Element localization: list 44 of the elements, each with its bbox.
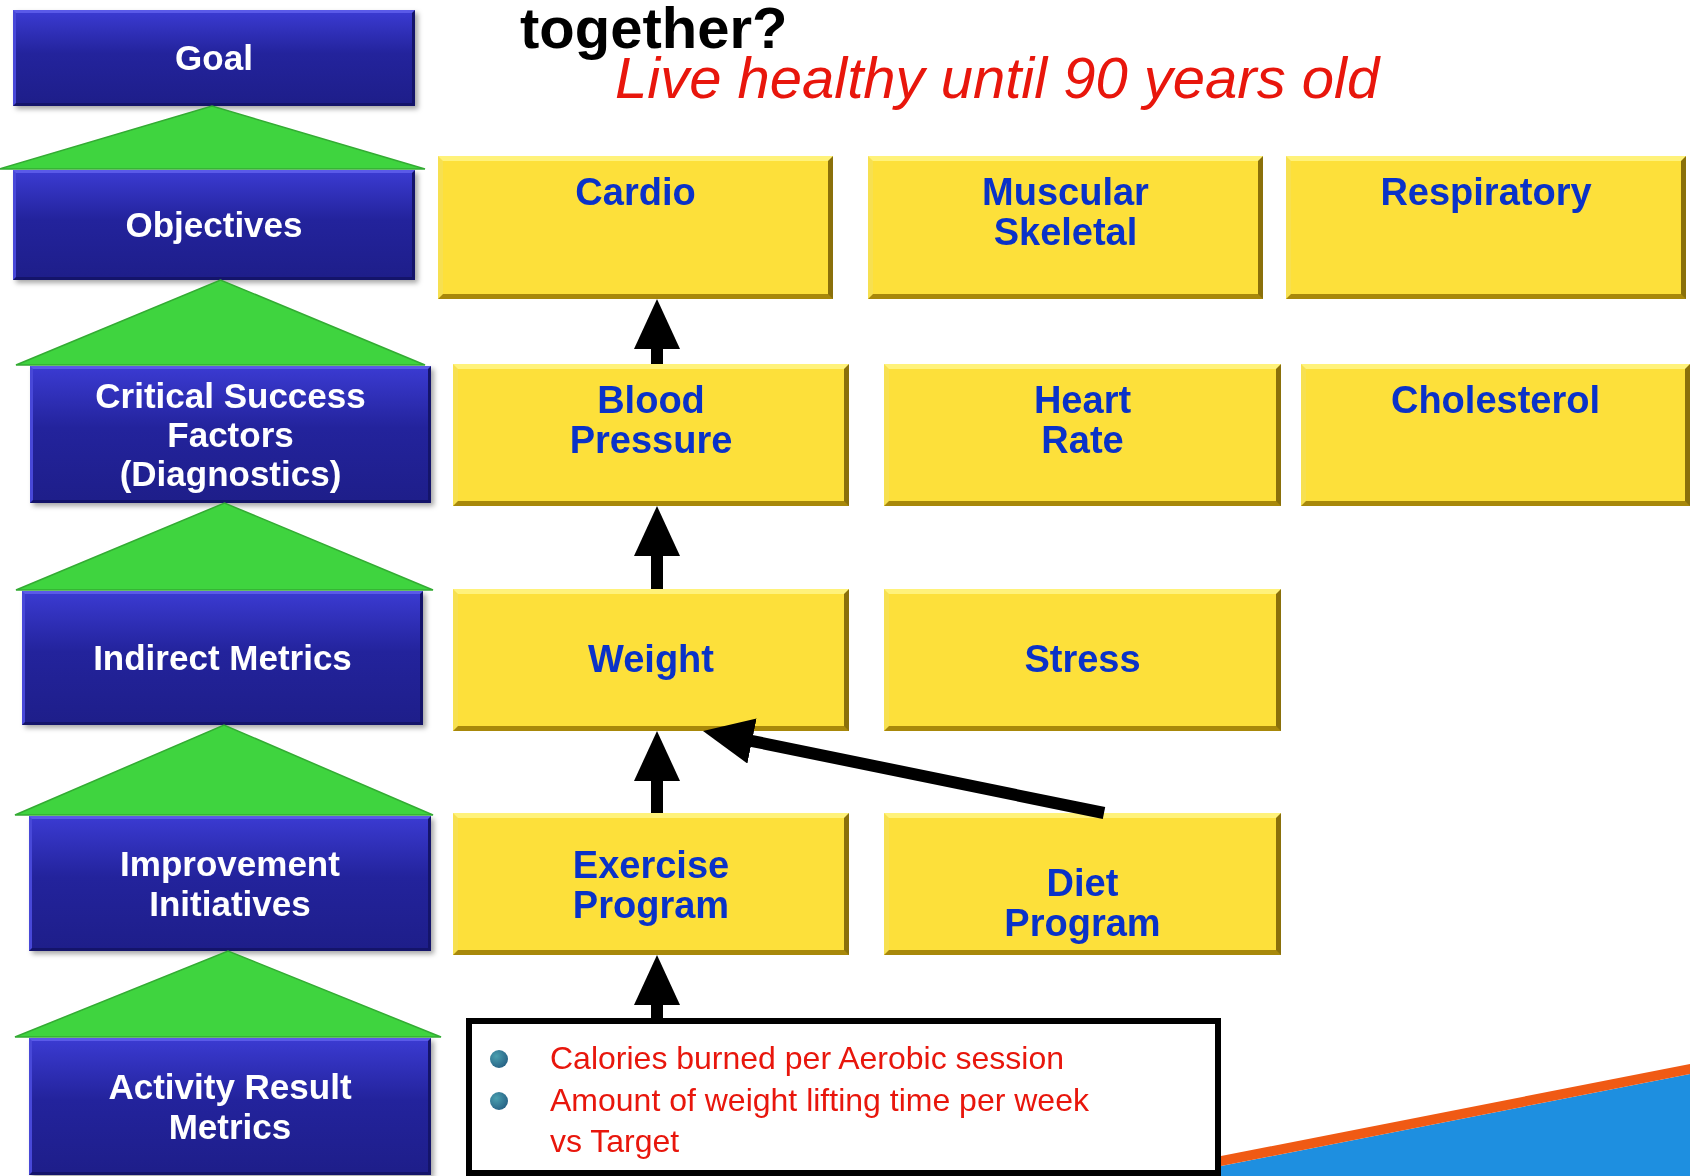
level-chevron xyxy=(15,279,426,366)
metric-box xyxy=(868,156,1263,299)
level-chevron xyxy=(14,724,434,816)
box-label: Cardio xyxy=(575,173,696,213)
level-box xyxy=(30,366,431,503)
box-label: Diet Program xyxy=(1004,864,1161,944)
box-label: Objectives xyxy=(125,205,303,245)
arrow xyxy=(634,299,680,364)
level-box xyxy=(13,10,415,106)
level-box xyxy=(22,591,423,725)
metric-box xyxy=(453,813,849,955)
box-label: Heart Rate xyxy=(1033,381,1132,461)
metric-box xyxy=(884,589,1281,731)
level-chevron xyxy=(15,502,434,591)
arrow xyxy=(634,731,680,813)
box-label: Respiratory xyxy=(1380,173,1592,213)
level-chevron xyxy=(14,950,442,1038)
box-label: Activity Result Metrics xyxy=(107,1067,353,1146)
bullet-text: Calories burned per Aerobic session xyxy=(550,1039,1065,1078)
box-label: Improvement Initiatives xyxy=(119,844,341,923)
metric-box xyxy=(453,589,849,731)
metric-box xyxy=(884,813,1281,955)
box-label: Blood Pressure xyxy=(569,381,733,461)
level-box xyxy=(29,1038,431,1175)
metric-box xyxy=(1301,364,1690,506)
level-box xyxy=(29,816,431,951)
metric-box xyxy=(1286,156,1686,299)
box-label: Cholesterol xyxy=(1390,381,1600,421)
box-label: Goal xyxy=(175,38,253,78)
metric-box xyxy=(438,156,833,299)
box-label: Muscular Skeletal xyxy=(982,173,1149,253)
bullet-text: Amount of weight lifting time per week vs Target xyxy=(550,1080,1090,1162)
arrow xyxy=(634,506,680,589)
arrow xyxy=(634,955,680,1018)
box-label: Stress xyxy=(1024,640,1141,680)
box-label: Critical Success Factors (Diagnostics) xyxy=(94,375,367,494)
box-label: Weight xyxy=(588,640,714,680)
metric-box xyxy=(453,364,849,506)
box-label: Indirect Metrics xyxy=(93,638,352,678)
level-chevron xyxy=(0,105,426,170)
box-label: Exercise Program xyxy=(572,846,730,926)
bullet-list-box xyxy=(466,1018,1221,1176)
metric-box xyxy=(884,364,1281,506)
level-box xyxy=(13,170,415,280)
